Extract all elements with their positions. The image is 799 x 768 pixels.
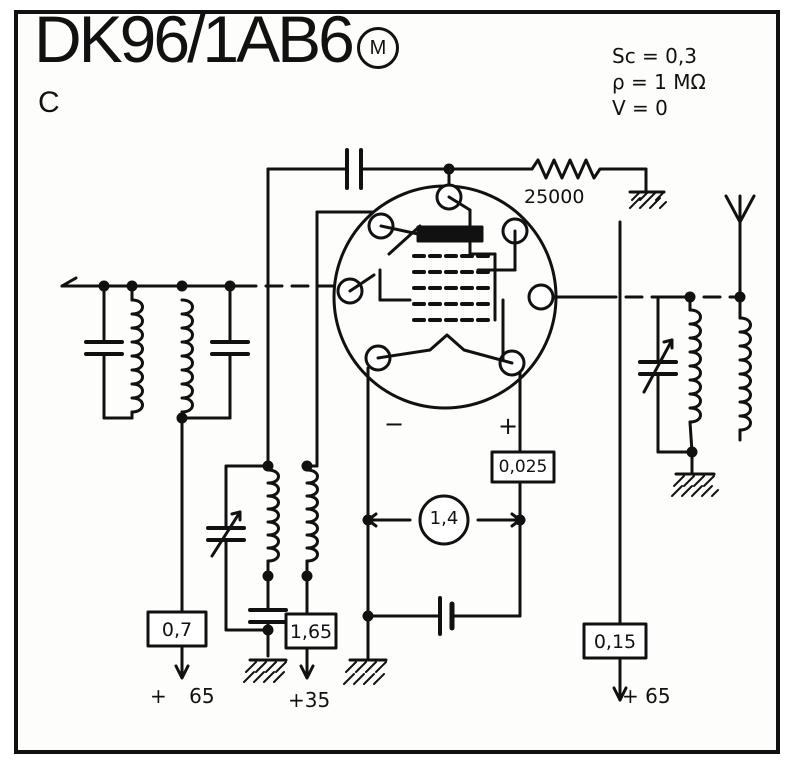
- anode-current-box: [146, 610, 208, 648]
- anode-current-value: 0,7: [161, 619, 193, 641]
- param-v: V = 0: [612, 96, 668, 120]
- screen-current-box: [284, 612, 338, 650]
- if-transformer-left: [60, 276, 338, 614]
- top-wiring: [266, 148, 667, 468]
- supply-arrows: [174, 646, 628, 702]
- oscillator-coils: [206, 460, 319, 683]
- param-sc: Sc = 0,3: [612, 44, 697, 68]
- circuit-variant-label: C: [38, 86, 60, 119]
- filament-voltage-value: 1,4: [429, 508, 459, 529]
- osc-anode-current-value: 0,15: [593, 631, 637, 653]
- anode-supply-value: 65: [189, 684, 215, 708]
- tube-type-title: DK96/1AB6: [34, 2, 355, 76]
- screen-supply-label: +35: [288, 688, 331, 712]
- rf-input-circuit: [551, 194, 756, 624]
- screen-current-value: 1,65: [289, 621, 333, 643]
- filament-current-box: [490, 450, 556, 484]
- filament-circuit: [343, 366, 526, 685]
- filament-plus-label: +: [498, 412, 519, 440]
- grid-resistor-value: 25000: [524, 186, 585, 208]
- filament-current-value: 0,025: [498, 457, 548, 477]
- anode-supply-plus: +: [150, 684, 167, 708]
- filament-minus-label: −: [384, 410, 405, 438]
- param-rho: ρ = 1 MΩ: [612, 70, 706, 94]
- osc-anode-current-box: [582, 622, 648, 660]
- anode-supply-label: + 65: [150, 684, 215, 708]
- osc-supply-label: + 65: [622, 684, 671, 708]
- miniature-badge: M: [357, 27, 399, 69]
